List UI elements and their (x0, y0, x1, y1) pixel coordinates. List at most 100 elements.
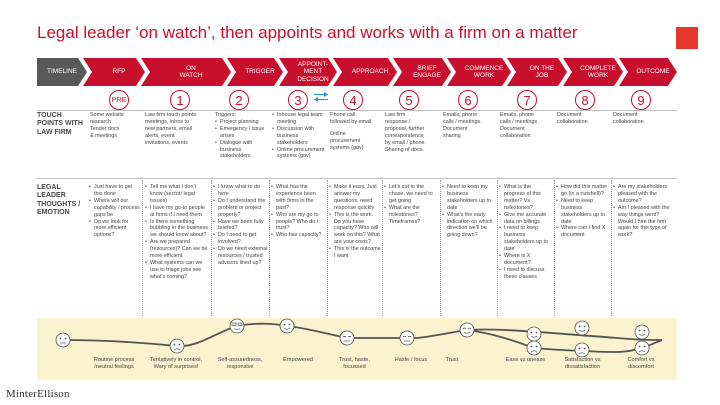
list-item: This is the work. Do you have capacity? … (329, 212, 381, 247)
face-icon-haste (399, 330, 415, 346)
step-circle-5: 5 (399, 90, 419, 110)
thoughts-brief-engage: Let’s cut to the chase, we need to get g… (384, 184, 439, 225)
text-line: proposal, further (385, 125, 425, 132)
text-line: Phone call (330, 112, 356, 118)
face-icon-trust (459, 322, 475, 338)
text-line: Document (443, 125, 468, 132)
text-line: Haste / focus (394, 357, 428, 363)
column-divider (382, 180, 383, 316)
list-item: Do I need to get involved? (213, 232, 268, 246)
touch-points-complete: Document collaboration (557, 112, 588, 126)
emotion-label-rfp: Routine process /neutral feelings (86, 357, 142, 370)
list-item: This is the outcome I want (329, 246, 381, 260)
emotion-label-outcome: Comfort vs discomfort (611, 357, 671, 370)
brand-logo: MinterEllison (6, 388, 70, 400)
text-line: Law firm (385, 112, 406, 118)
column-divider (327, 180, 328, 316)
text-line: invitations, events (145, 139, 188, 146)
text-line: focussed (343, 363, 366, 370)
list-item: Where can I find X document (556, 225, 610, 239)
face-icon-comfort (634, 324, 650, 340)
emotion-label-brief-engage: Haste / focus (382, 357, 440, 364)
text-line: responsive (226, 363, 254, 370)
list-item: I know what to do here (213, 184, 268, 198)
list-item: Who are my go to people? Who do I trust? (271, 212, 326, 233)
text-line: Emails, phone (500, 112, 535, 118)
touch-points-brief-engage: Law firm response / proposal, further co… (385, 112, 426, 153)
text-line: Self-assuredness, (217, 357, 263, 363)
text-line: systems (gov) (330, 144, 364, 151)
text-line: followed by email (330, 118, 372, 125)
text-line: Ease vs unease (505, 357, 546, 363)
text-line: /neutral feelings (94, 363, 134, 370)
list-item: Dialogue with business stakeholders (215, 140, 267, 161)
list-item: Are we prepared (resources)? Can we be m… (145, 239, 209, 260)
column-divider (269, 180, 270, 316)
step-circle-8: 8 (575, 90, 595, 110)
swap-arrows-icon (314, 92, 328, 102)
stage-on-watch: ON WATCH (141, 58, 231, 86)
text-line: Routine process (93, 357, 135, 363)
touch-points-rfp: Some website research Tender docs & meet… (90, 112, 124, 140)
text-line: dissatisfaction (564, 363, 601, 370)
thoughts-top-rule (37, 178, 677, 179)
list-item: Do we look for more efficient options? (89, 219, 141, 240)
face-icon-worried (169, 338, 185, 354)
stage-brief-engage: BRIEF ENGAGE (393, 58, 451, 86)
list-item: Give me accurate data on billings (499, 212, 553, 226)
touch-points-commence: Emails, phone calls / meetings. Document… (443, 112, 482, 140)
list-item: Just have to get this done (89, 184, 141, 198)
emotion-label-on-the-job: Ease vs unease (497, 357, 554, 364)
text-line: Document (613, 112, 638, 118)
timeline-bar: TIMELINE RFP ON WATCH TRIGGER APPOINT-ME… (37, 58, 677, 86)
thoughts-complete: How did this matter go (in a nutshell)? … (556, 184, 610, 239)
column-divider (440, 180, 441, 316)
text-line: Document (557, 112, 582, 118)
list-item: What are the milestones? Timeframes? (384, 205, 439, 226)
touch-points-approach: Phone call followed by email Online proc… (330, 112, 371, 152)
stage-trigger: TRIGGER (227, 58, 283, 86)
step-circle-2: 2 (229, 90, 249, 110)
stage-complete-work: COMPLETE WORK (563, 58, 623, 86)
step-circle-pre: PRE (109, 90, 129, 110)
touch-points-outcome: Document collaboration (613, 112, 644, 126)
stage-complete-work-label: COMPLETE WORK (580, 64, 616, 79)
list-item: Online procurement systems (gov) (272, 147, 328, 161)
list-item: What is the progress of this matter? Vs … (499, 184, 553, 212)
list-item: Need to keep business stakeholders up to… (556, 198, 610, 226)
face-icon-dissatisfied (574, 342, 590, 358)
thoughts-on-the-job: What is the progress of this matter? Vs … (499, 184, 553, 281)
text-line: Satisfaction vs (564, 357, 601, 363)
timeline-label: TIMELINE (37, 58, 87, 86)
list-item: Where is X document? (499, 253, 553, 267)
column-divider (142, 180, 143, 316)
touch-points-top-rule (37, 110, 677, 111)
touch-points-on-watch: Law firm touch points: meetings, intros … (145, 112, 197, 147)
text-line: Triggers: (215, 112, 237, 118)
column-divider (611, 180, 612, 316)
list-item: Inhouse legal team meeting (272, 112, 328, 126)
text-line: procurement (330, 137, 361, 144)
text-line: Tender docs (90, 125, 120, 132)
text-line: calls / meetings. (443, 118, 482, 125)
list-item: Where will our capability / process gaps… (89, 198, 141, 219)
text-line: & meetings (90, 132, 117, 139)
column-divider (211, 180, 212, 316)
list-item: Project planning (215, 119, 267, 126)
thoughts-on-watch: Tell me what I don’t know (sector/ legal… (145, 184, 209, 281)
stage-on-the-job-label: ON THE JOB (529, 64, 555, 79)
thoughts-commence: Need to keep my business stakeholders up… (442, 184, 496, 239)
column-divider (554, 180, 555, 316)
emotion-label-trigger: Self-assuredness, responsive (211, 357, 269, 370)
text-line: collaboration (613, 118, 644, 125)
face-icon-neutral (55, 332, 71, 348)
text-line: Wary of surprises! (153, 363, 199, 370)
touch-points-appointment: Inhouse legal team meeting Discussion wi… (272, 112, 328, 160)
stage-on-watch-label: ON WATCH (179, 64, 203, 79)
list-item: Emergency / issue arises (215, 126, 267, 140)
text-line: Online (330, 130, 346, 137)
step-circle-3: 3 (288, 90, 308, 110)
list-item: Is there something bubbling in the busin… (145, 219, 209, 240)
stage-appointment-decision-label: APPOINT-MENT DECISION (297, 61, 329, 83)
list-item: What has the experience been with firms … (271, 184, 326, 212)
